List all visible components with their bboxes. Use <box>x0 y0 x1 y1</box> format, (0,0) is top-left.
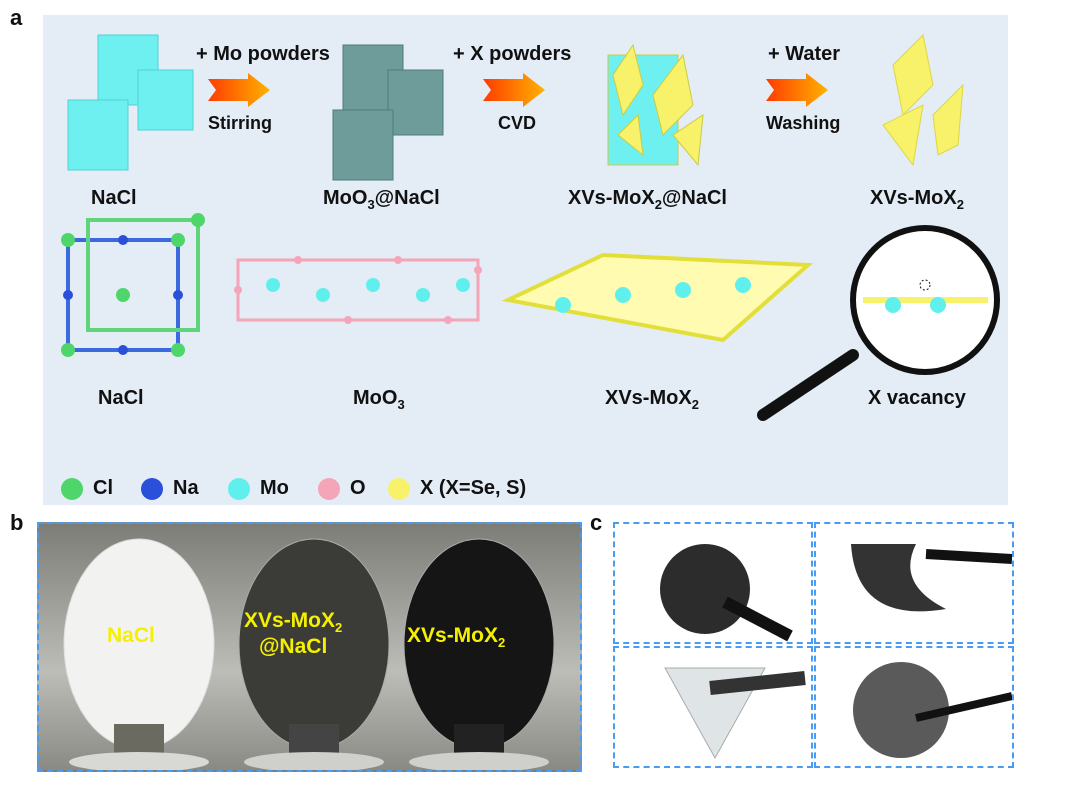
na-atom-icon <box>141 477 163 500</box>
magnifier-x-vacancy <box>757 225 1000 421</box>
xvs-mox2-structure <box>501 252 814 343</box>
step-1-reagent: + Mo powders <box>196 43 330 65</box>
photo-film-transparent <box>613 646 813 768</box>
panel-b-powder-photo: NaCl XVs-MoX2@NaCl XVs-MoX2 <box>37 522 582 772</box>
product-xvs-mox2: XVs-MoX2 <box>870 187 964 212</box>
glass-jars <box>63 538 555 770</box>
arrow-icon <box>766 73 828 107</box>
photo-film-folded <box>814 646 1014 768</box>
panel-label-a: a <box>10 5 23 30</box>
structure-label-nacl: NaCl <box>98 387 144 409</box>
step-2-reagent: + X powders <box>453 43 572 65</box>
structure-label-x-vacancy: X vacancy <box>868 387 966 409</box>
legend-x: X (X=Se, S) <box>388 477 526 500</box>
product-xvs-mox2-nacl: XVs-MoX2@NaCl <box>568 187 727 212</box>
jar-label-xvs-mox2: XVs-MoX2 <box>407 624 506 651</box>
product-nacl: NaCl <box>91 187 137 209</box>
moo3-cubes <box>332 44 444 181</box>
arrow-icon <box>208 73 270 107</box>
structure-label-xvs-mox2: XVs-MoX2 <box>605 387 699 412</box>
legend-o: O <box>318 477 366 500</box>
cl-atom-icon <box>61 477 83 500</box>
legend-na: Na <box>141 477 199 500</box>
photo-film-held <box>613 522 813 644</box>
product-moo3-nacl: MoO3@NaCl <box>323 187 440 212</box>
xvs-mox2-flakes <box>882 33 964 167</box>
xvs-mox2-on-nacl <box>607 43 704 167</box>
jar-label-xvs-mox2-nacl: XVs-MoX2@NaCl <box>244 609 343 659</box>
panel-a-synthesis-scheme: + Mo powders Stirring + X powders CVD + … <box>43 15 1008 505</box>
structure-label-moo3: MoO3 <box>353 387 405 412</box>
panel-label-b: b <box>10 510 24 535</box>
o-atom-icon <box>318 477 340 500</box>
photo-film-bent <box>814 522 1014 644</box>
moo3-structure <box>234 256 482 324</box>
x-atom-icon <box>388 477 410 500</box>
step-2-process: CVD <box>498 113 537 133</box>
jar-label-nacl: NaCl <box>107 624 155 647</box>
arrow-icon <box>483 73 545 107</box>
legend-mo: Mo <box>228 477 289 500</box>
mo-atom-icon <box>228 477 250 500</box>
legend-cl: Cl <box>61 477 113 500</box>
step-3-process: Washing <box>766 113 841 133</box>
nacl-cubes <box>67 34 194 171</box>
nacl-crystal-structure <box>61 213 205 357</box>
step-1-process: Stirring <box>208 113 273 133</box>
step-3-reagent: + Water <box>768 43 841 65</box>
schematic-illustrations <box>61 33 1000 421</box>
panel-label-c: c <box>590 510 603 535</box>
